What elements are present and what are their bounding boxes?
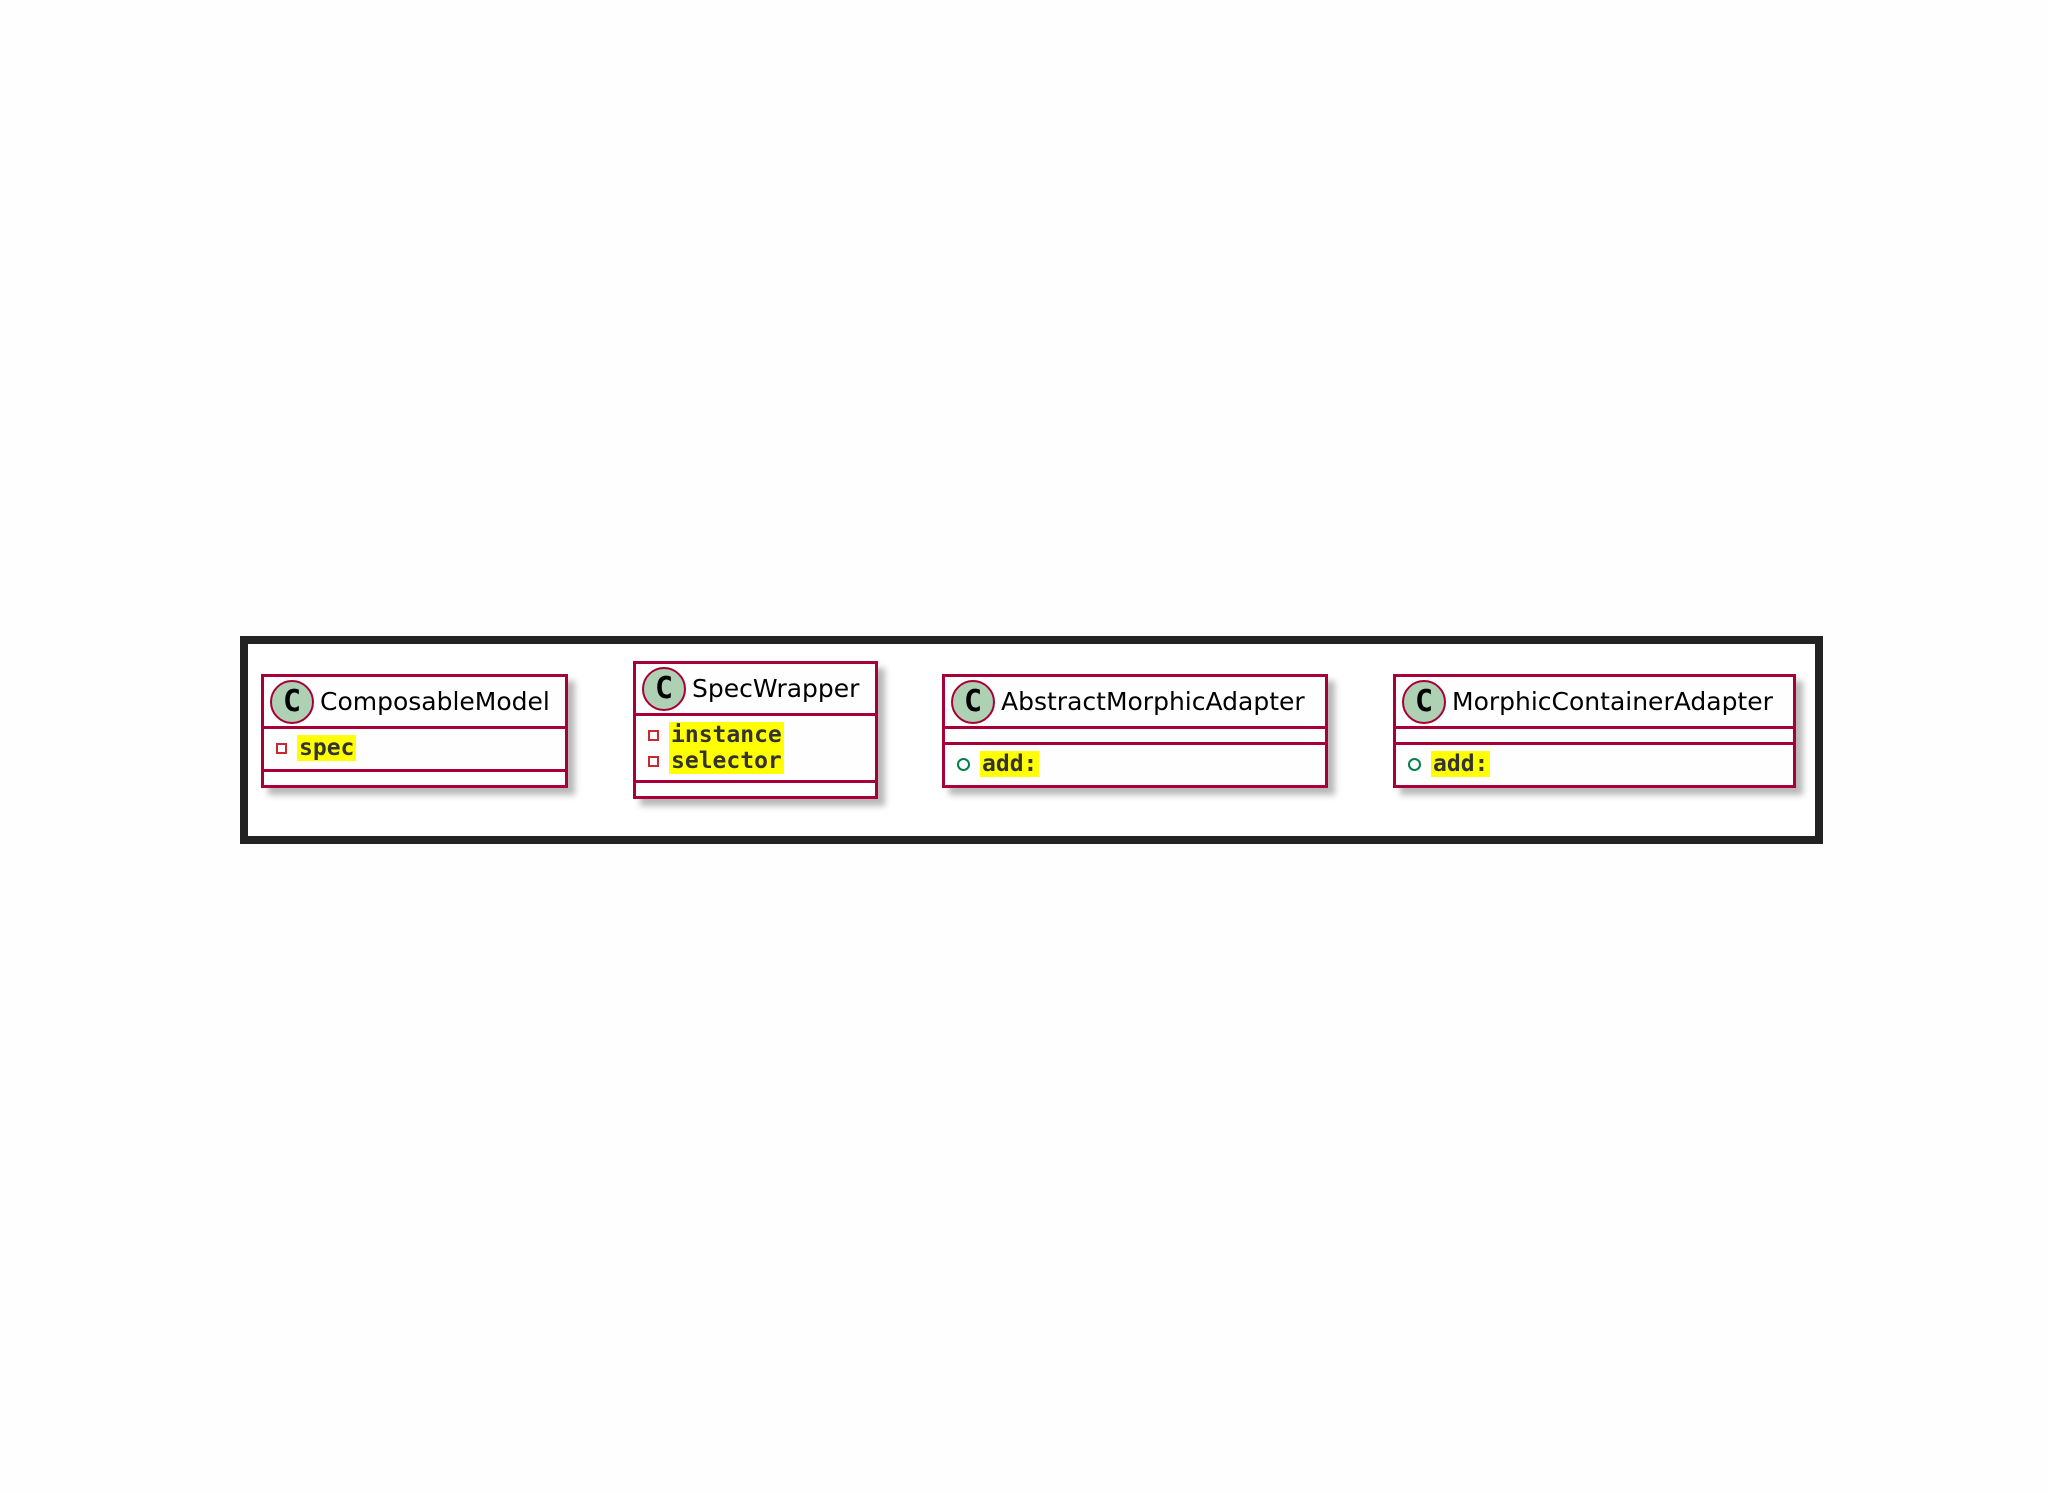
attributes-section bbox=[1396, 729, 1793, 745]
class-abstractmorphicadapter[interactable]: C AbstractMorphicAdapter add: bbox=[942, 674, 1328, 788]
private-visibility-icon bbox=[276, 742, 287, 754]
class-name: ComposableModel bbox=[320, 687, 550, 716]
class-header: C ComposableModel bbox=[264, 677, 565, 729]
private-visibility-icon bbox=[648, 729, 659, 741]
class-name: SpecWrapper bbox=[692, 674, 860, 703]
attribute-row: spec bbox=[276, 735, 555, 761]
methods-section: add: bbox=[945, 745, 1325, 785]
methods-section bbox=[264, 772, 565, 785]
methods-section bbox=[636, 783, 875, 796]
public-visibility-icon bbox=[957, 757, 970, 771]
class-composablemodel[interactable]: C ComposableModel spec bbox=[261, 674, 568, 788]
class-stereotype-icon: C bbox=[642, 666, 686, 711]
class-stereotype-icon: C bbox=[951, 679, 995, 724]
package-frame: C ComposableModel spec C SpecWrapper ins… bbox=[240, 636, 1823, 844]
class-header: C MorphicContainerAdapter bbox=[1396, 677, 1793, 729]
class-name: MorphicContainerAdapter bbox=[1452, 687, 1773, 716]
class-morphiccontaineradapter[interactable]: C MorphicContainerAdapter add: bbox=[1393, 674, 1796, 788]
attributes-section: instance selector bbox=[636, 716, 875, 783]
attribute-name: spec bbox=[297, 735, 357, 761]
class-specwrapper[interactable]: C SpecWrapper instance selector bbox=[633, 661, 878, 799]
attributes-section: spec bbox=[264, 729, 565, 772]
private-visibility-icon bbox=[648, 755, 659, 767]
attributes-section bbox=[945, 729, 1325, 745]
method-row: add: bbox=[957, 751, 1315, 777]
class-stereotype-icon: C bbox=[1402, 679, 1446, 724]
public-visibility-icon bbox=[1408, 757, 1421, 771]
class-header: C AbstractMorphicAdapter bbox=[945, 677, 1325, 729]
method-name: add: bbox=[980, 751, 1040, 777]
attribute-name: selector bbox=[669, 748, 784, 774]
method-name: add: bbox=[1431, 751, 1491, 777]
attribute-row: instance bbox=[648, 722, 865, 748]
class-stereotype-icon: C bbox=[270, 679, 314, 724]
class-header: C SpecWrapper bbox=[636, 664, 875, 716]
methods-section: add: bbox=[1396, 745, 1793, 785]
method-row: add: bbox=[1408, 751, 1783, 777]
attribute-name: instance bbox=[669, 722, 784, 748]
attribute-row: selector bbox=[648, 748, 865, 774]
class-name: AbstractMorphicAdapter bbox=[1001, 687, 1305, 716]
